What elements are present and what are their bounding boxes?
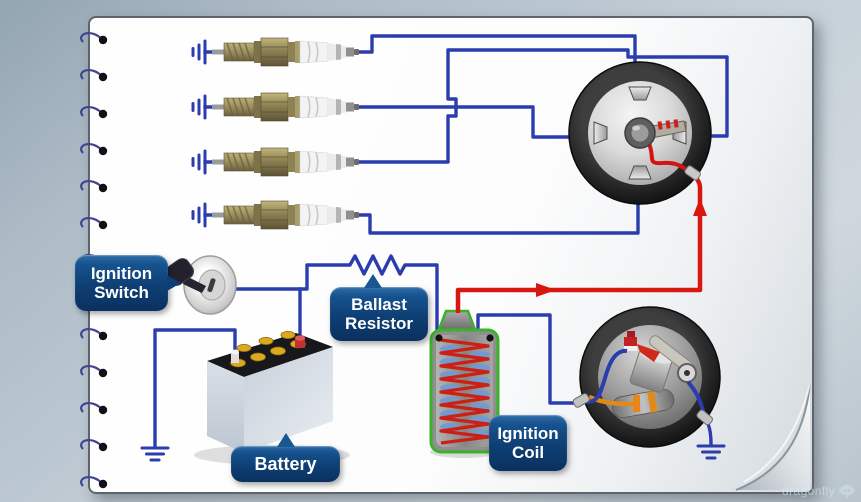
ignition-coil-illustration bbox=[429, 309, 500, 458]
label-text: Ignition Switch bbox=[90, 263, 153, 302]
spark-plug-1 bbox=[211, 37, 360, 67]
spark-plug-2 bbox=[211, 92, 360, 122]
label-ballast-resistor: Ballast Resistor bbox=[330, 274, 428, 341]
wire-coil-to-breaker bbox=[476, 313, 579, 405]
breaker-terminal-right bbox=[696, 409, 713, 426]
battery-negative-terminal bbox=[231, 349, 239, 363]
breaker-plate-illustration bbox=[572, 306, 721, 448]
wire-plug2-to-distributor bbox=[355, 105, 572, 139]
label-text: Battery bbox=[254, 453, 317, 474]
condenser bbox=[611, 388, 675, 419]
battery-illustration bbox=[194, 330, 350, 465]
wire-plug3-to-distributor bbox=[355, 48, 729, 164]
watermark: dragonfly bbox=[782, 483, 856, 499]
dragonfly-logo bbox=[838, 484, 856, 498]
arrowhead-up bbox=[693, 198, 707, 216]
label-text: Ballast Resistor bbox=[344, 294, 414, 333]
label-battery: Battery bbox=[231, 433, 340, 482]
arrowhead-right bbox=[536, 283, 556, 297]
label-ignition-coil: Ignition Coil bbox=[489, 415, 567, 471]
ground-symbol-plug1 bbox=[191, 39, 207, 65]
breaker-wire-in bbox=[583, 348, 628, 404]
page-curl bbox=[735, 383, 811, 491]
battery-positive-terminal bbox=[295, 335, 305, 348]
coil-primary-winding bbox=[439, 338, 490, 445]
ground-symbol-plug3 bbox=[191, 149, 207, 175]
spark-plug-3 bbox=[211, 147, 360, 177]
label-ignition-switch: Ignition Switch bbox=[75, 255, 181, 311]
wire-switch-resistor-coil bbox=[226, 254, 439, 338]
ignition-key-switch-illustration bbox=[164, 255, 237, 315]
breaker-terminal-left bbox=[572, 393, 590, 408]
cap-ht-terminal bbox=[684, 165, 701, 181]
wire-plug4-to-distributor bbox=[355, 203, 640, 235]
ground-symbol-plug2 bbox=[191, 94, 207, 120]
distributor-cap-illustration bbox=[568, 61, 712, 205]
fixed-point bbox=[633, 395, 640, 412]
wire-plug1-to-distributor bbox=[355, 34, 637, 63]
watermark-text: dragonfly bbox=[782, 484, 835, 498]
spark-plug-4 bbox=[211, 200, 360, 230]
plug-ground-stubs bbox=[203, 50, 215, 217]
ground-symbol-breaker bbox=[696, 444, 726, 460]
rotor-wire bbox=[646, 140, 691, 174]
label-text: Ignition Coil bbox=[497, 423, 559, 462]
ground-symbol-battery bbox=[140, 446, 170, 462]
rotor-arm-marks bbox=[657, 119, 679, 130]
breaker-points bbox=[624, 331, 660, 362]
wire-battery-to-ground bbox=[153, 328, 237, 448]
ground-symbol-plug4 bbox=[191, 202, 207, 228]
